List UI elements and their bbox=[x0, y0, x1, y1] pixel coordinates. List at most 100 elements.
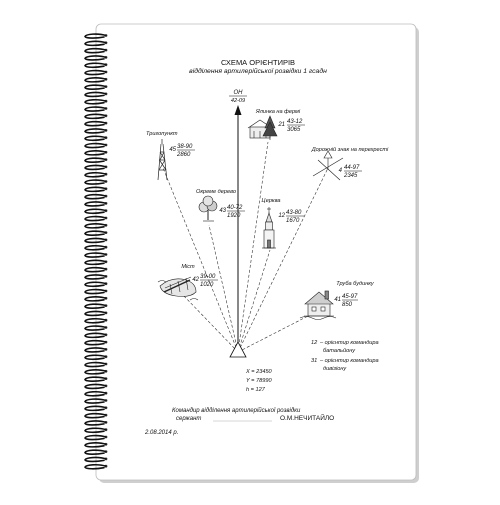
observer-h: h = 127 bbox=[246, 387, 266, 393]
binding-coil bbox=[84, 383, 107, 390]
observation-point-icon bbox=[229, 341, 247, 358]
binding-coil bbox=[84, 164, 107, 171]
legend-number: 12 bbox=[311, 340, 318, 346]
landmark-angle: 43-12 bbox=[287, 119, 303, 125]
binding-coil bbox=[84, 84, 107, 90]
binding-coil bbox=[84, 106, 107, 112]
diagram-title: СХЕМА ОРІЄНТИРІВ bbox=[221, 58, 295, 67]
observer-y: Y = 78990 bbox=[246, 378, 272, 384]
landmark-tryhopunkt: Тригопункт 45 38-90 2860 bbox=[146, 131, 195, 181]
binding-coil bbox=[84, 354, 107, 361]
trig-tower-icon bbox=[157, 139, 168, 181]
binding-coil bbox=[84, 142, 107, 149]
landmark-truba: Труба будинку 41 45-97 850 bbox=[299, 281, 375, 320]
landmark-name: Труба будинку bbox=[336, 281, 375, 287]
binding-coil bbox=[84, 332, 107, 339]
binding-coil bbox=[84, 179, 107, 185]
sight-line-tserkva bbox=[237, 249, 271, 353]
landmark-angle: 43-80 bbox=[286, 210, 302, 216]
document-date: 2.08.2014 р. bbox=[144, 430, 178, 436]
binding-coil bbox=[84, 157, 107, 163]
diagram-subtitle: відділення артилерійської розвідки 1 гса… bbox=[189, 67, 327, 75]
landmark-tserkva: Церква 12 43-80 1670 bbox=[262, 198, 304, 249]
landmark-distance: 2345 bbox=[343, 173, 358, 179]
landmark-number: 41 bbox=[334, 297, 341, 303]
landmark-name: Церква bbox=[262, 198, 281, 204]
binding-coil bbox=[84, 310, 107, 317]
sight-line-okrema-dereva bbox=[208, 224, 239, 353]
binding-coil bbox=[84, 33, 107, 39]
legend-text: дивізіону bbox=[323, 366, 347, 372]
road-sign-icon bbox=[312, 150, 344, 181]
church-icon bbox=[262, 207, 276, 249]
binding-coil bbox=[84, 303, 107, 309]
north-label: ОН bbox=[234, 90, 244, 96]
house-chimney-icon bbox=[299, 290, 337, 320]
binding-coil bbox=[84, 237, 107, 244]
binding-coil bbox=[84, 281, 107, 288]
binding-coil bbox=[84, 186, 107, 193]
binding-coil bbox=[84, 390, 107, 397]
landmark-angle: 40-72 bbox=[227, 205, 243, 211]
landmark-name: Окреме дерево bbox=[196, 189, 236, 195]
binding-coil bbox=[84, 201, 107, 207]
binding-coil bbox=[84, 274, 107, 280]
binding-coil bbox=[84, 69, 107, 76]
binding-coil bbox=[84, 98, 107, 105]
binding-coil bbox=[84, 442, 107, 448]
legend-text: батальйону bbox=[323, 347, 356, 354]
landmark-number: 12 bbox=[278, 213, 285, 219]
legend-number: 31 bbox=[311, 358, 317, 364]
binding-coil bbox=[84, 91, 107, 98]
binding-coil bbox=[84, 398, 107, 404]
landmark-name: Тригопункт bbox=[146, 131, 178, 137]
binding-coil bbox=[84, 77, 107, 83]
north-arrow-head bbox=[234, 105, 242, 115]
binding-coil bbox=[84, 252, 107, 258]
binding-coil bbox=[84, 449, 107, 455]
binding-coil bbox=[84, 120, 107, 127]
binding-coil bbox=[84, 150, 107, 156]
binding-coil bbox=[84, 361, 107, 368]
binding-coil bbox=[84, 40, 107, 47]
landmark-number: 4 bbox=[339, 168, 343, 174]
landmark-dorozhnii-znak: Дорожній знак на перехресті 4 44-97 2345 bbox=[311, 146, 389, 181]
binding-coil bbox=[84, 193, 107, 200]
binding-coil bbox=[84, 171, 107, 178]
landmark-angle: 44-97 bbox=[344, 165, 360, 171]
landmark-mist: Міст 42 39-00 1020 bbox=[157, 264, 218, 301]
binding-coil bbox=[84, 215, 107, 222]
landmark-angle: 39-00 bbox=[200, 274, 216, 280]
binding-coil bbox=[84, 376, 107, 382]
landmark-okrema-dereva: Окреме дерево 43 40-72 1920 bbox=[196, 189, 245, 222]
landmark-number: 42 bbox=[192, 277, 199, 283]
landmark-number: 45 bbox=[169, 147, 176, 153]
binding-coil bbox=[84, 317, 107, 324]
sight-line-dorozhnii-znak bbox=[237, 167, 329, 353]
binding-coil bbox=[84, 347, 107, 353]
binding-coil bbox=[84, 208, 107, 215]
binding-coil bbox=[84, 412, 107, 419]
landmark-distance: 1920 bbox=[227, 213, 241, 219]
binding-coil bbox=[84, 62, 107, 69]
signature-block: Командир відділення артилерійської розві… bbox=[172, 407, 334, 422]
signature-rank: сержант bbox=[176, 416, 201, 422]
signature-name: О.М.НЕЧИТАЙЛО bbox=[280, 413, 334, 422]
landmark-distance: 3065 bbox=[287, 127, 301, 133]
north-value: 42-09 bbox=[231, 98, 245, 104]
binding-coil bbox=[84, 339, 107, 346]
binding-coil bbox=[84, 128, 107, 134]
sight-lines bbox=[162, 141, 329, 353]
legend: 12 – орієнтир командира батальйону 31 – … bbox=[311, 340, 379, 372]
farm-fir-icon bbox=[247, 115, 278, 140]
observer-x: X = 23450 bbox=[245, 369, 273, 375]
bridge-icon bbox=[157, 276, 199, 301]
landmark-angle: 45-97 bbox=[342, 294, 358, 300]
sight-line-yalynka bbox=[237, 141, 269, 353]
landmark-number: 21 bbox=[277, 122, 285, 128]
binding-coil bbox=[84, 325, 107, 331]
binding-coil bbox=[84, 259, 107, 266]
binding-coil bbox=[84, 230, 107, 236]
landmark-yalynka: Ялинка на фермі 21 43-12 3065 bbox=[247, 109, 305, 140]
